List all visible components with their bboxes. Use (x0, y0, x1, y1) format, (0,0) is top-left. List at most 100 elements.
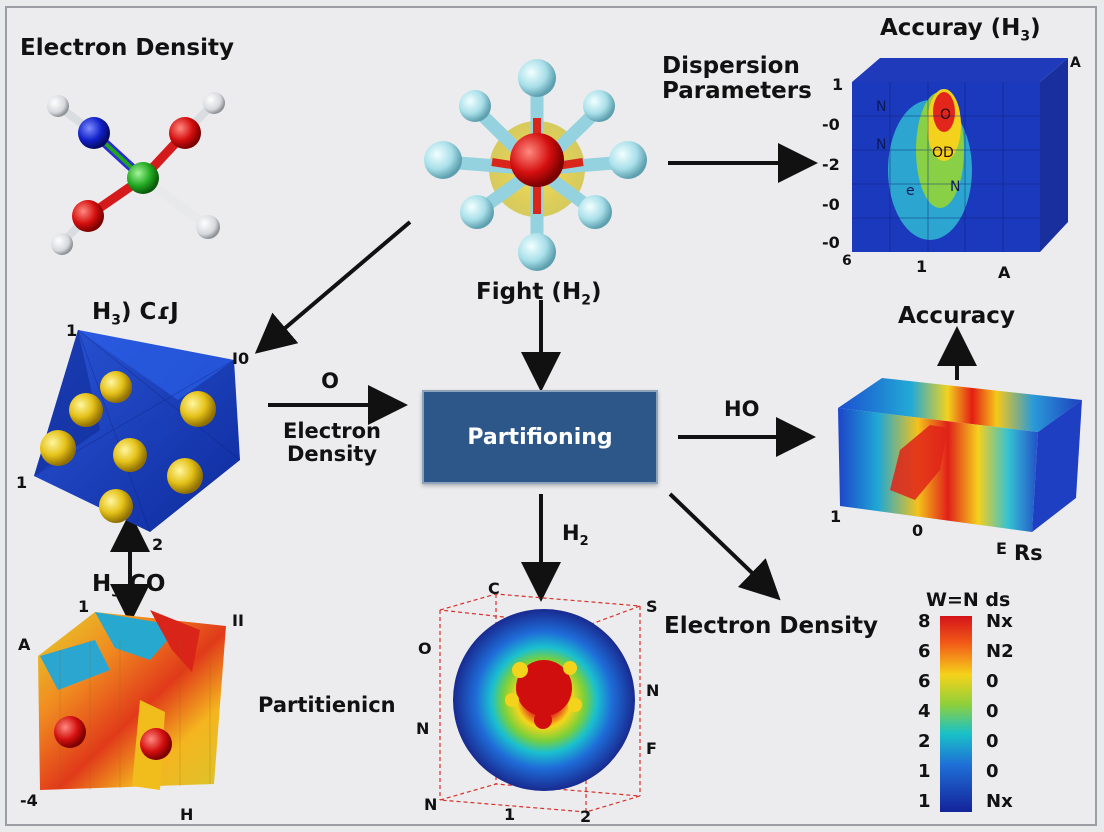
legend-right-tick: 0 (986, 731, 999, 752)
heatmap-tick: E (996, 539, 1007, 558)
legend-left-tick: 1 (918, 791, 931, 812)
electron-density-title: Electron Density (20, 35, 234, 61)
molecule-electron-density (47, 92, 225, 255)
cube-y-tick: -2 (822, 155, 840, 174)
gold-sphere (69, 393, 103, 427)
gold-sphere (113, 438, 147, 472)
partitioning-box[interactable]: Partifioning (422, 390, 658, 484)
dispersion-line: Dispersion (662, 53, 800, 79)
poly-vertex-label: I0 (232, 349, 250, 368)
legend-left-tick: 8 (918, 611, 931, 632)
legend-left-tick: 4 (918, 701, 931, 722)
legend-right-tick: 0 (986, 671, 999, 692)
density-line: Density (286, 442, 378, 467)
cube-x-tick: A (998, 263, 1011, 282)
surface-label: -4 (20, 791, 38, 810)
oxygen-atom (169, 117, 201, 149)
legend-left-tick: 2 (918, 731, 931, 752)
sphere-box-label: C (488, 579, 500, 598)
sphere-box-label: F (646, 739, 657, 758)
heatmap-tick: 1 (830, 507, 842, 526)
cube-y-tick: -0 (822, 115, 840, 134)
legend-left-tick: 1 (918, 761, 931, 782)
heatmap-accuracy (838, 378, 1082, 532)
hydrogen-atom (196, 215, 220, 239)
hydrogen-atom (203, 92, 225, 114)
hydrogen-atom (459, 90, 491, 122)
partitioning-label: Partifioning (467, 424, 613, 450)
sphere-box-label: 2 (580, 807, 592, 826)
partitienicn-label: Partitienicn (258, 693, 396, 717)
h3-co-label: H3 CO (92, 571, 166, 601)
hydrogen-atom (518, 59, 556, 97)
poly-vertex-label: 2 (152, 535, 164, 554)
hydrogen-atom (609, 141, 647, 179)
polyhedron-h3 (33, 329, 241, 533)
surface-label: H (180, 805, 194, 824)
hydrogen-atom (518, 233, 556, 271)
accuracy-h3-title: Accuray (H3) (880, 15, 1041, 45)
electron-density-arrow-label: Electron Density (276, 419, 388, 467)
cube-inner-label: N (876, 99, 887, 115)
heatmap-tick: 0 (912, 521, 924, 540)
hydrogen-atom (578, 195, 612, 229)
surface-label: 1 (78, 597, 90, 616)
hydrogen-atom (424, 141, 462, 179)
h2-label: H2 (562, 521, 589, 550)
legend-right-tick: N2 (986, 641, 1014, 662)
cube-inner-label: e (906, 183, 915, 199)
carbon-atom (127, 162, 159, 194)
gold-sphere (167, 458, 203, 494)
fight-h2-label: Fight (H2) (476, 279, 602, 309)
sphere-box-label: N (416, 719, 430, 738)
cube-y-tick: -0 (822, 195, 840, 214)
poly-vertex-label: 1 (16, 473, 28, 492)
arrow-o-label: O (321, 369, 339, 393)
cube-inner-label: N (876, 137, 887, 153)
gold-sphere (40, 430, 76, 466)
partition-sphere (439, 593, 641, 813)
sphere-box-label: N (646, 681, 660, 700)
surface-label: A (18, 635, 31, 654)
rs-label: Rs (1014, 541, 1043, 565)
oxygen-atom (72, 200, 104, 232)
cube-inner-label: O (940, 107, 952, 123)
arrow-to-polyhedron (254, 220, 412, 354)
sphere-box-label: O (418, 639, 432, 658)
sphere-box-label: 1 (504, 805, 516, 824)
gold-sphere (100, 371, 132, 403)
accuracy-cube (852, 58, 1068, 252)
hydrogen-atom (47, 95, 69, 117)
arrow-partitioning-to-electron-density (668, 492, 781, 601)
cube-x-tick: 6 (842, 253, 852, 269)
cube-x-tick: 1 (916, 257, 928, 276)
molecule-fight-h2 (424, 59, 647, 271)
legend-right-tick: 0 (986, 701, 999, 722)
legend-left-tick: 6 (918, 671, 931, 692)
gold-sphere (180, 391, 216, 427)
electron-line: Electron (282, 419, 381, 443)
surface-label: II (232, 611, 244, 630)
surface-h3-co (38, 610, 226, 790)
sphere-box-label: N (424, 795, 438, 814)
legend-right-tick: Nx (986, 791, 1013, 812)
legend-right-tick: 0 (986, 761, 999, 782)
cube-inner-label: OD (932, 145, 954, 161)
accuracy-label: Accuracy (898, 303, 1015, 329)
cube-inner-label: N (950, 179, 961, 195)
legend-right-tick: Nx (986, 611, 1013, 632)
nitrogen-atom (78, 117, 110, 149)
legend-left-tick: 6 (918, 641, 931, 662)
dispersion-parameters-label: Dispersion Parameters (662, 53, 812, 105)
cube-corner-label: A (1070, 55, 1081, 71)
electron-density-bottom-label: Electron Density (664, 613, 878, 639)
h3-cj-label: H3) CɾJ (92, 299, 179, 329)
ho-label: HO (724, 397, 760, 421)
cube-y-tick: 1 (832, 75, 844, 94)
sphere-box-label: S (646, 597, 658, 616)
legend-title: W=N ds (926, 589, 1011, 611)
poly-vertex-label: 1 (66, 321, 78, 340)
hydrogen-atom (583, 90, 615, 122)
hydrogen-atom (51, 233, 73, 255)
